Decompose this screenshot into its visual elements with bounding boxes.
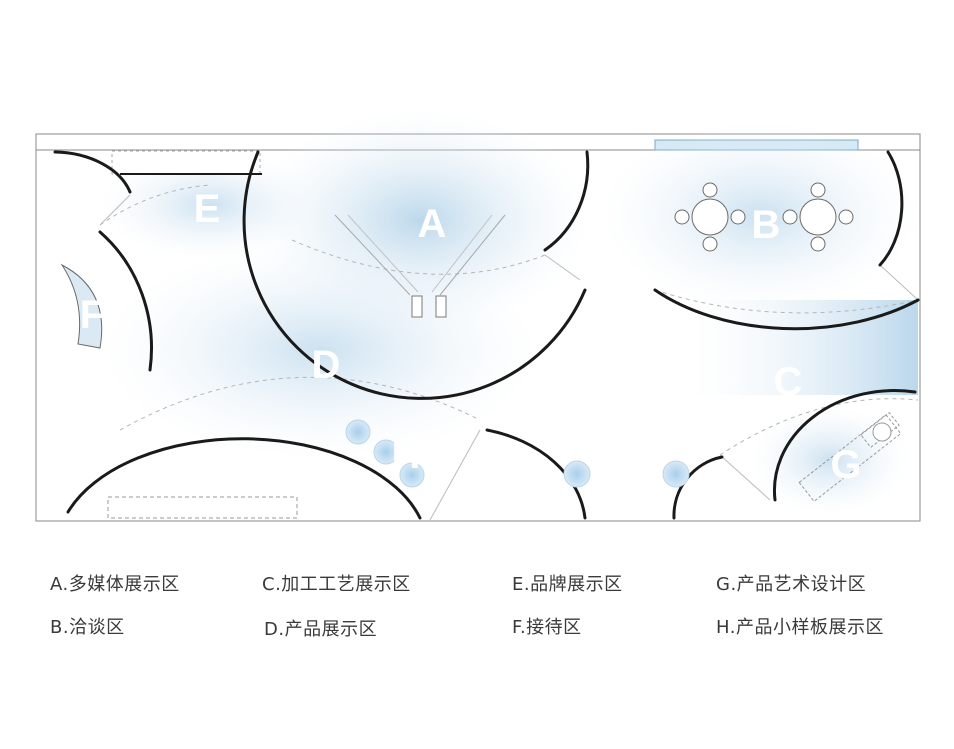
legend-item-d: D.产品展示区 bbox=[264, 619, 378, 640]
sample-disc-5 bbox=[662, 460, 690, 488]
divider-e bbox=[99, 194, 131, 226]
guide-arc-c bbox=[719, 398, 919, 456]
wall-arc-f bbox=[98, 230, 153, 372]
zone-label-e: E bbox=[194, 187, 221, 231]
zone-label-f: F bbox=[80, 293, 104, 337]
divider-h bbox=[429, 429, 481, 521]
legend-item-e: E.品牌展示区 bbox=[512, 574, 623, 595]
glow-zone-d bbox=[100, 240, 540, 460]
reception-counter-f bbox=[60, 263, 103, 349]
sample-disc-1 bbox=[345, 419, 371, 445]
zone-label-g: G bbox=[830, 443, 861, 487]
display-stand-1 bbox=[411, 295, 423, 318]
legend-item-b: B.洽谈区 bbox=[50, 617, 125, 638]
wall-arc-b-right bbox=[878, 150, 904, 267]
table-set-right bbox=[782, 182, 854, 252]
zone-label-h: H bbox=[392, 433, 421, 477]
zone-label-c: C bbox=[774, 360, 803, 404]
sample-disc-2 bbox=[373, 439, 399, 465]
glow-zone-e bbox=[100, 150, 320, 260]
sample-disc-4 bbox=[563, 460, 591, 488]
wall-arc-topleft bbox=[53, 150, 132, 194]
wall-arc-a-right bbox=[543, 150, 590, 252]
divider-a-right2 bbox=[431, 214, 493, 293]
glow-zone-b bbox=[600, 120, 920, 310]
divider-a-right bbox=[439, 214, 506, 296]
zone-label-a: A bbox=[418, 202, 447, 246]
glow-zone-g bbox=[750, 405, 910, 515]
guide-arc-a bbox=[291, 239, 546, 275]
zone-label-d: D bbox=[312, 343, 341, 387]
wall-arc-d bbox=[66, 437, 422, 520]
divider-b bbox=[544, 254, 581, 281]
legend-item-h: H.产品小样板展示区 bbox=[716, 617, 884, 638]
wall-arc-h-right bbox=[485, 428, 587, 520]
legend-item-f: F.接待区 bbox=[512, 617, 582, 638]
sample-disc-3 bbox=[399, 462, 425, 488]
divider-b2 bbox=[879, 264, 919, 301]
design-disc bbox=[872, 422, 892, 442]
divider-a-left bbox=[334, 214, 411, 296]
legend-item-c: C.加工工艺展示区 bbox=[262, 574, 411, 595]
wall-arc-a bbox=[242, 150, 587, 400]
divider-a-left2 bbox=[347, 214, 419, 293]
display-stand-2 bbox=[435, 295, 447, 318]
legend-item-g: G.产品艺术设计区 bbox=[716, 574, 867, 595]
zone-label-b: B bbox=[752, 203, 781, 247]
legend-item-a: A.多媒体展示区 bbox=[50, 574, 180, 595]
guide-arc-b bbox=[654, 289, 919, 314]
table-set-left bbox=[674, 182, 746, 252]
divider-c bbox=[719, 454, 771, 501]
wall-arc-g bbox=[772, 389, 917, 502]
wall-arc-b bbox=[653, 288, 920, 331]
guide-arc-e bbox=[99, 184, 211, 226]
bottom-counter bbox=[107, 496, 298, 519]
entry-box bbox=[111, 150, 261, 175]
